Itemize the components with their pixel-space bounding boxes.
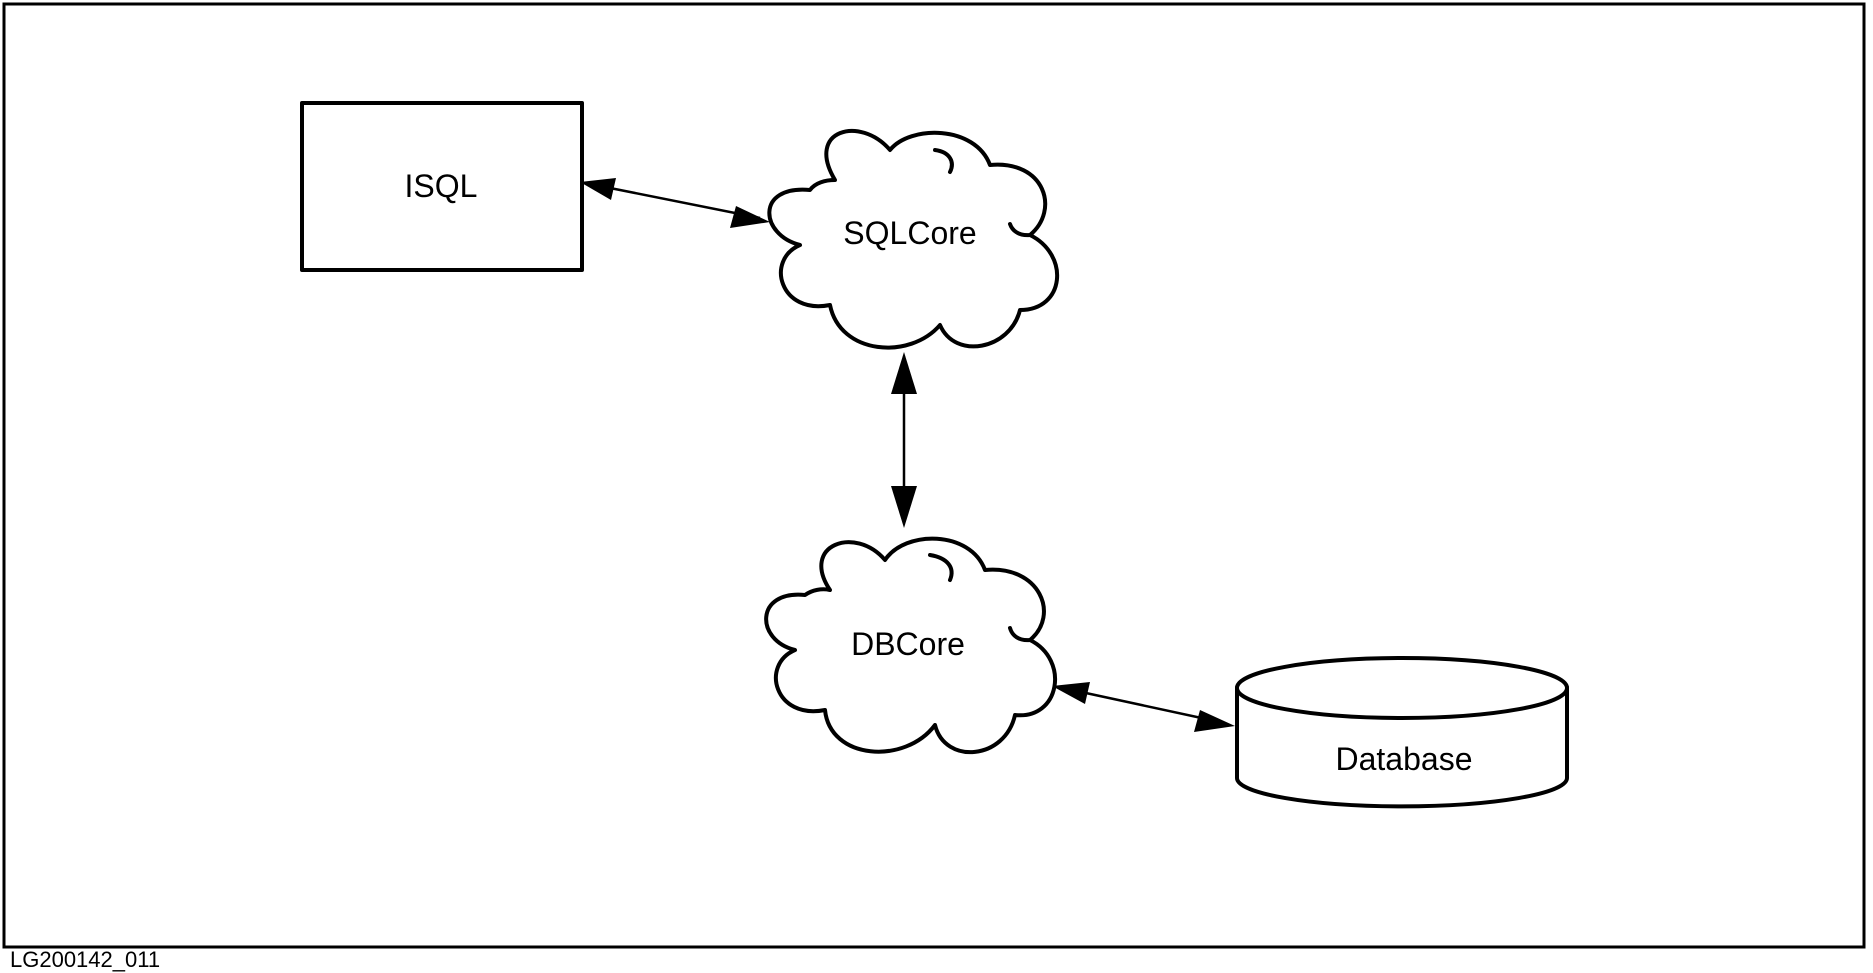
sqlcore-cloud xyxy=(767,128,1060,350)
database-label: Database xyxy=(1336,741,1473,777)
isql-box xyxy=(300,101,584,272)
sqlcore-label: SQLCore xyxy=(843,215,976,251)
connectors xyxy=(580,178,1235,732)
arrowhead-dbcore-right xyxy=(1052,682,1090,704)
isql-label: ISQL xyxy=(405,168,478,204)
node-sqlcore: SQLCore xyxy=(767,128,1060,350)
edge-sqlcore-dbcore xyxy=(891,352,917,528)
node-database: Database xyxy=(1235,656,1569,809)
figure-id: LG200142_011 xyxy=(10,947,160,972)
edge-isql-sqlcore xyxy=(580,178,770,228)
arrowhead-sqlcore-end xyxy=(730,206,770,228)
arrowhead-isql-end xyxy=(580,178,616,200)
edge-dbcore-database xyxy=(1052,682,1235,732)
database-cylinder-top xyxy=(1235,656,1569,720)
arrowhead-database-left xyxy=(1194,710,1235,732)
figure-frame xyxy=(2,2,1866,949)
dbcore-cloud xyxy=(764,536,1057,755)
dbcore-label: DBCore xyxy=(851,626,965,662)
arrowhead-sqlcore-bottom xyxy=(891,352,917,394)
node-isql: ISQL xyxy=(300,101,584,272)
arrowhead-dbcore-top xyxy=(891,486,917,528)
node-dbcore: DBCore xyxy=(764,536,1057,755)
